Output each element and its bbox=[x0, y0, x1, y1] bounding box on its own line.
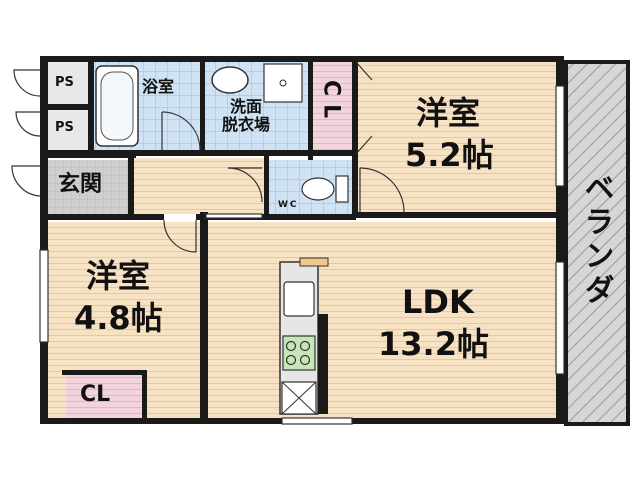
wash-basin bbox=[211, 66, 249, 94]
walls bbox=[40, 56, 564, 424]
toilet-bowl bbox=[301, 177, 335, 201]
bath-label: 浴室 bbox=[142, 77, 175, 96]
closet-2-floor bbox=[66, 374, 142, 418]
hallway-floor bbox=[132, 158, 264, 214]
balcony-label: ベランダ bbox=[578, 172, 614, 308]
closet-1-label: CL bbox=[318, 80, 344, 127]
toilet-label: WC bbox=[278, 200, 299, 210]
ps-2-box bbox=[48, 110, 88, 150]
ps-2-label: PS bbox=[55, 120, 74, 135]
entrance-label: 玄関 bbox=[58, 172, 103, 197]
western-room-2-size: 4.8帖 bbox=[74, 299, 163, 337]
kitchen-stove bbox=[282, 335, 316, 371]
ps-1-label: PS bbox=[55, 75, 74, 90]
washer-space bbox=[263, 63, 303, 103]
kitchen-wall-post bbox=[318, 314, 328, 414]
western-room-1-size: 5.2帖 bbox=[405, 136, 494, 174]
ldk-name: LDK bbox=[402, 283, 474, 321]
ldk-size: 13.2帖 bbox=[378, 325, 489, 363]
kitchen-sink bbox=[283, 281, 315, 317]
ldk-floor bbox=[208, 222, 558, 418]
washroom-label: 洗面 脱衣場 bbox=[222, 97, 271, 135]
closet-1-floor bbox=[312, 62, 352, 154]
toilet-tank bbox=[335, 175, 349, 203]
western-room-1-floor bbox=[356, 62, 558, 214]
ps-1-box bbox=[48, 62, 88, 106]
western-room-1-name: 洋室 bbox=[416, 94, 481, 132]
counter-top bbox=[299, 257, 329, 267]
closet-2-label: CL bbox=[80, 382, 111, 407]
balcony-area bbox=[564, 60, 630, 426]
entrance-floor bbox=[48, 160, 128, 214]
western-room-2-name: 洋室 bbox=[86, 257, 151, 295]
windows bbox=[39, 85, 565, 425]
doors bbox=[11, 61, 405, 253]
